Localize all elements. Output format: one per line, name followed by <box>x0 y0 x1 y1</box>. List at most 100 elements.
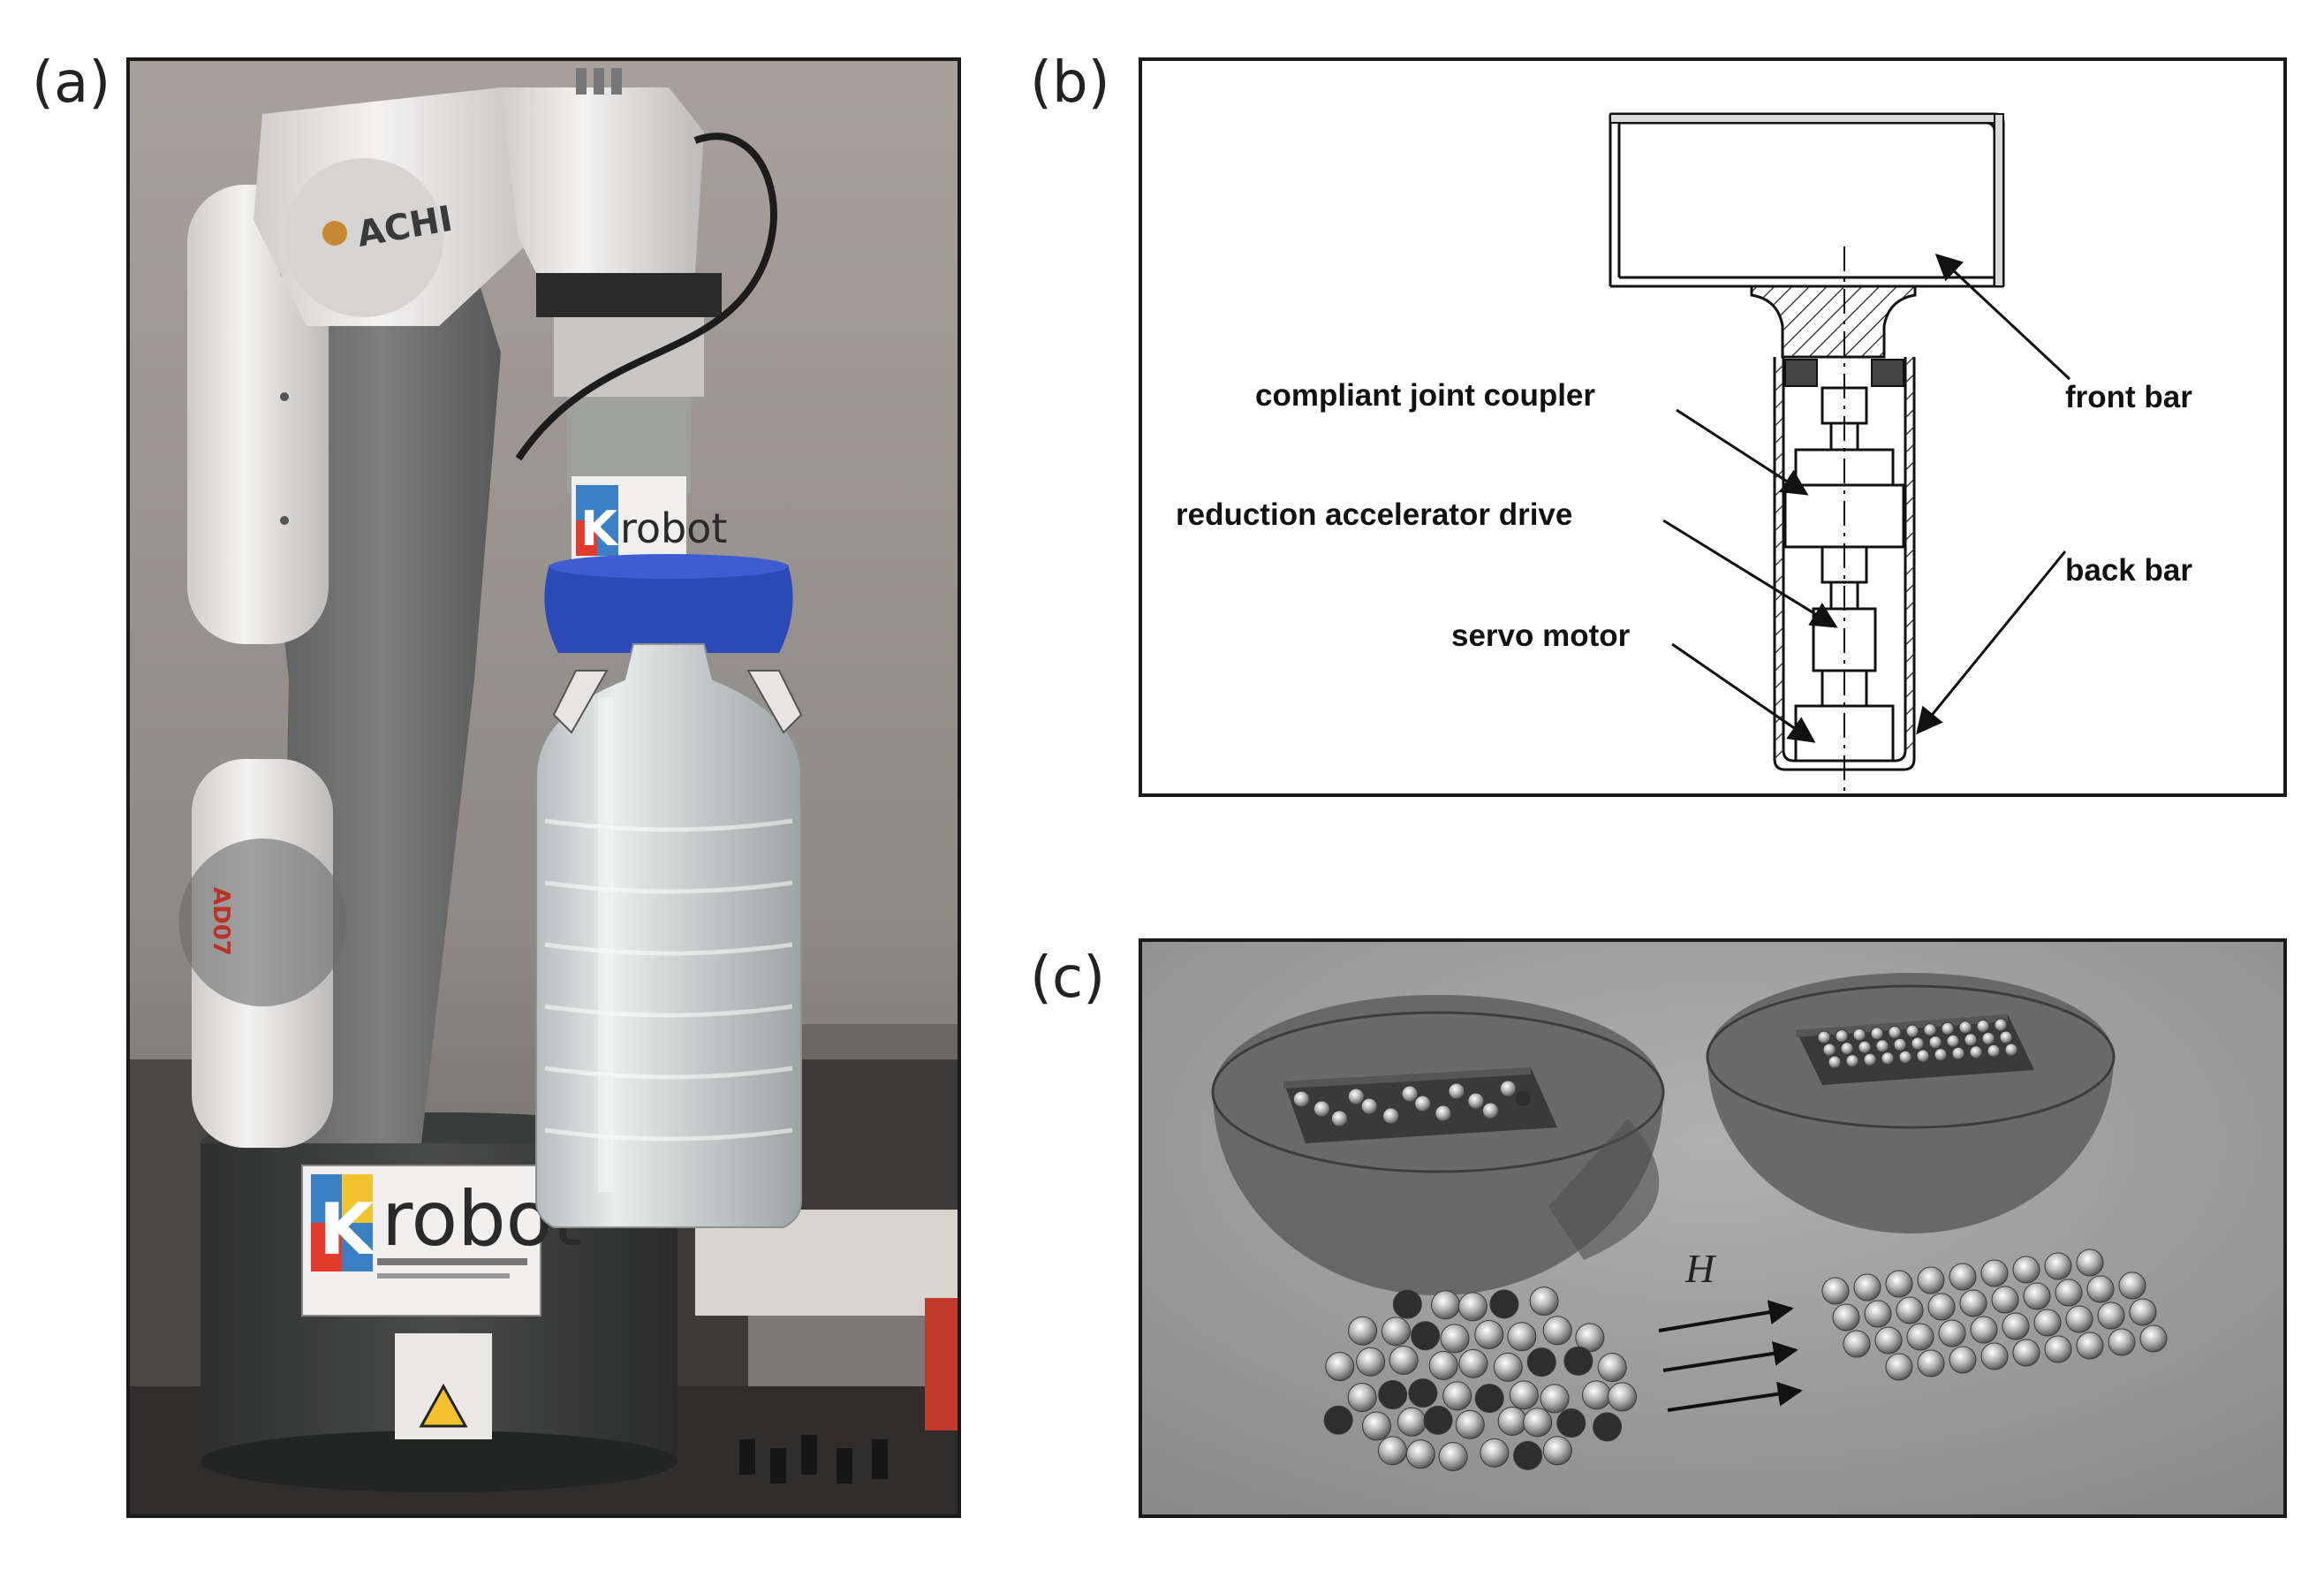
particle-sphere <box>1949 1263 1977 1291</box>
particle-sphere <box>1382 1107 1400 1125</box>
particle-sphere <box>1474 1384 1504 1414</box>
particle-sphere <box>1817 1030 1831 1044</box>
particle-sphere <box>1467 1092 1485 1110</box>
particle-sphere <box>1875 1039 1889 1053</box>
aligned-particle-cluster <box>1821 1248 2168 1381</box>
particle-sphere <box>1881 1051 1895 1066</box>
particle-sphere <box>1928 1036 1942 1050</box>
particle-sphere <box>1970 1316 1998 1344</box>
particle-sphere <box>1888 1025 1902 1039</box>
particle-sphere <box>2139 1324 2168 1353</box>
particle-sphere <box>2076 1332 2104 1360</box>
particle-sphere <box>1858 1040 1872 1054</box>
particle-sphere <box>1575 1323 1605 1353</box>
particle-sphere <box>1556 1408 1586 1438</box>
particle-sphere <box>1356 1347 1386 1377</box>
particle-sphere <box>2012 1339 2040 1367</box>
particle-sphere <box>1999 1030 2013 1044</box>
particle-sphere <box>1980 1342 2009 1370</box>
particle-sphere <box>2004 1043 2018 1057</box>
particle-sphere <box>1411 1321 1441 1351</box>
particle-sphere <box>1994 1018 2008 1032</box>
particle-sphere <box>1542 1316 1572 1346</box>
particle-sphere <box>1405 1439 1435 1469</box>
particle-sphere <box>1474 1319 1504 1349</box>
particle-sphere <box>1822 1043 1836 1057</box>
particle-sphere <box>1292 1090 1310 1108</box>
particle-sphere <box>2086 1275 2115 1303</box>
particle-sphere <box>1853 1273 1881 1302</box>
particle-sphere <box>2023 1282 2051 1310</box>
particle-sphere <box>1313 1100 1330 1118</box>
particle-sphere <box>2118 1271 2146 1300</box>
particle-sphere <box>1408 1378 1438 1408</box>
particle-sphere <box>1906 1323 1934 1351</box>
particle-sphere <box>2044 1335 2072 1363</box>
particle-sphere <box>1381 1317 1411 1347</box>
particle-sphere <box>1852 1028 1866 1042</box>
particle-sphere <box>1513 1440 1543 1470</box>
particle-sphere <box>1905 1024 1919 1038</box>
particle-sphere <box>1442 1381 1472 1411</box>
axis-lettering: AD07 <box>208 887 234 956</box>
magnetic-gripper-render: H <box>1142 942 2283 1514</box>
gripper-logo-letter: K <box>580 501 619 557</box>
particle-sphere <box>1951 1046 1965 1060</box>
particle-sphere <box>1980 1259 2009 1287</box>
particle-sphere <box>1509 1380 1539 1410</box>
particle-sphere <box>1821 1277 1850 1305</box>
particle-sphere <box>1987 1044 2001 1058</box>
particle-sphere <box>1917 1349 1945 1377</box>
particle-sphere <box>1898 1050 1912 1064</box>
particle-sphere <box>1959 1289 1987 1317</box>
particle-sphere <box>1401 1085 1419 1103</box>
particle-sphere <box>1423 1405 1453 1435</box>
particle-sphere <box>1917 1266 1945 1294</box>
particle-sphere <box>1529 1286 1559 1317</box>
particle-sphere <box>1347 1383 1377 1413</box>
label-back-bar: back bar <box>2065 553 2192 588</box>
particle-sphere <box>2076 1248 2104 1277</box>
particle-sphere <box>1497 1406 1527 1436</box>
particle-sphere <box>1389 1345 1419 1375</box>
panel-a-letter: (a) <box>32 50 111 116</box>
label-front-bar: front bar <box>2065 380 2192 414</box>
label-reduction-accelerator-drive: reduction accelerator drive <box>1176 497 1572 532</box>
particle-sphere <box>1608 1382 1638 1412</box>
particle-sphere <box>1845 1054 1859 1068</box>
particle-sphere <box>1927 1293 1956 1321</box>
particle-sphere <box>1480 1438 1510 1468</box>
robot-photo-panel: K robot AD07 ACHI <box>126 57 961 1518</box>
particle-sphere <box>1593 1412 1623 1442</box>
right-box-particles <box>1817 1018 2018 1069</box>
particle-sphere <box>1455 1409 1485 1439</box>
particle-sphere <box>1843 1330 1871 1358</box>
particle-sphere <box>1941 1021 1955 1036</box>
particle-sphere <box>1392 1289 1422 1319</box>
panel-c-letter: (c) <box>1030 945 1106 1011</box>
particle-sphere <box>2012 1256 2040 1284</box>
particle-sphere <box>2044 1252 2072 1280</box>
particle-sphere <box>1870 1027 1884 1041</box>
particle-sphere <box>1964 1033 1978 1047</box>
particle-sphere <box>1542 1436 1572 1466</box>
particle-sphere <box>2108 1328 2136 1356</box>
particle-sphere <box>2129 1298 2157 1326</box>
particle-sphere <box>1323 1405 1353 1435</box>
particle-sphere <box>2055 1279 2083 1307</box>
particle-sphere <box>1828 1055 1842 1069</box>
particle-sphere <box>1489 1289 1519 1319</box>
particle-sphere <box>1969 1045 1983 1059</box>
label-servo-motor: servo motor <box>1451 619 1631 653</box>
particle-sphere <box>1347 1088 1365 1105</box>
particle-sphere <box>1893 1037 1907 1051</box>
particle-sphere <box>1526 1347 1556 1377</box>
particle-sphere <box>1581 1380 1611 1410</box>
particle-sphere <box>1923 1023 1937 1037</box>
joint-cross-section-panel: compliant joint coupler reduction accele… <box>1139 57 2287 797</box>
particle-sphere <box>1438 1442 1468 1472</box>
particle-sphere <box>1458 1348 1488 1378</box>
particle-sphere <box>1958 1021 1972 1035</box>
particle-sphere <box>1523 1408 1553 1438</box>
particle-sphere <box>1863 1052 1877 1066</box>
